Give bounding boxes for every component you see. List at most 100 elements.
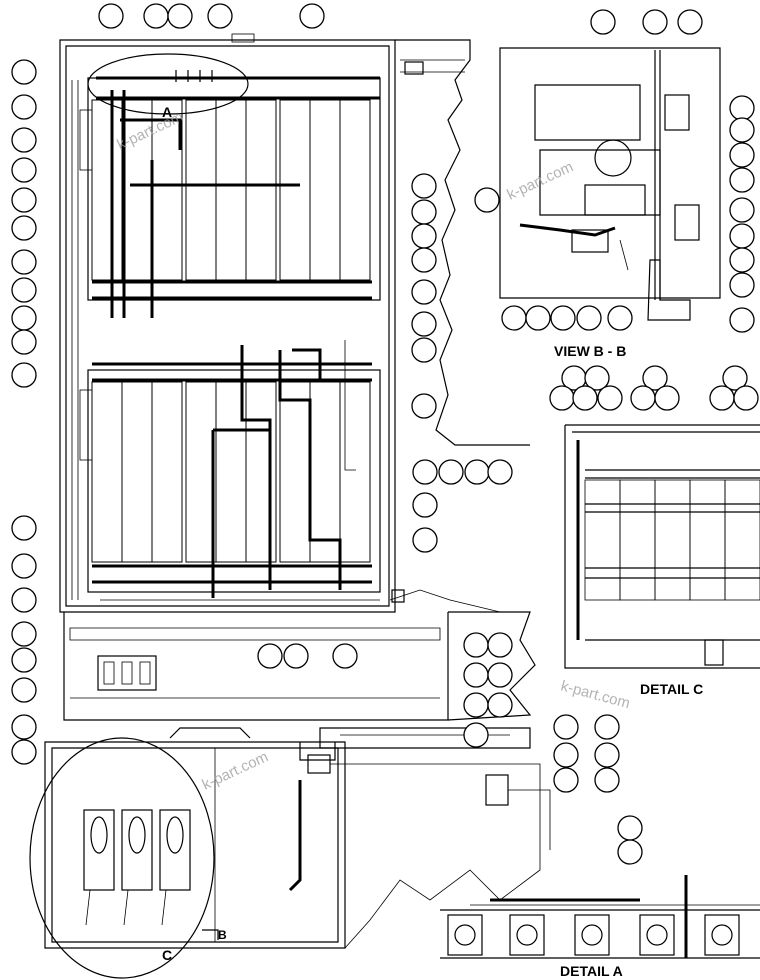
callout-balloon [412, 492, 438, 518]
callout-balloon [11, 587, 37, 613]
callout-balloon [411, 199, 437, 225]
callout-balloon [729, 167, 755, 193]
callout-balloon [464, 459, 490, 485]
callout-balloon [207, 3, 233, 29]
callout-balloon [412, 527, 438, 553]
callout-balloon [553, 767, 579, 793]
detail-c-marker: C [162, 947, 172, 963]
callout-balloon [597, 385, 623, 411]
callout-balloon [729, 95, 755, 121]
detail-c-title: DETAIL C [640, 681, 703, 697]
callout-balloon [411, 337, 437, 363]
callout-balloon [729, 142, 755, 168]
callout-balloon [594, 767, 620, 793]
callout-balloon [11, 515, 37, 541]
upper-contactor-cells [91, 99, 371, 281]
callout-balloon [438, 459, 464, 485]
callout-balloon [594, 714, 620, 740]
callout-balloon [550, 305, 576, 331]
callout-balloon [729, 197, 755, 223]
callout-balloon [729, 307, 755, 333]
main-cabinet [59, 33, 530, 613]
callout-balloon [733, 385, 759, 411]
detail-a-marker: A [162, 104, 172, 120]
callout-balloon [167, 3, 193, 29]
callout-balloon [584, 365, 610, 391]
callout-balloon [549, 385, 575, 411]
view-bb [499, 47, 721, 321]
view-b-marker: B [218, 928, 227, 942]
callout-balloon [11, 329, 37, 355]
callout-balloon [11, 305, 37, 331]
callout-balloon [630, 385, 656, 411]
callout-balloon [11, 249, 37, 275]
callout-balloon [729, 272, 755, 298]
callout-balloon [722, 365, 748, 391]
callout-balloon [11, 621, 37, 647]
callout-balloon [576, 305, 602, 331]
callout-balloon [332, 643, 358, 669]
callout-balloon [411, 393, 437, 419]
callout-balloon [11, 59, 37, 85]
callout-balloon [487, 662, 513, 688]
callout-balloon [11, 677, 37, 703]
callout-balloon [11, 187, 37, 213]
callout-balloon [283, 643, 309, 669]
callout-balloon [463, 632, 489, 658]
callout-balloon [463, 722, 489, 748]
view-bb-title: VIEW B - B [554, 343, 626, 359]
callout-balloon [143, 3, 169, 29]
callout-balloon [607, 305, 633, 331]
callout-balloon [411, 173, 437, 199]
callout-balloon [11, 739, 37, 765]
callout-balloon [11, 94, 37, 120]
callout-balloon [553, 742, 579, 768]
callout-balloon [594, 742, 620, 768]
callout-balloon [590, 9, 616, 35]
detail-a [440, 875, 760, 959]
callout-balloon [11, 157, 37, 183]
callout-balloon [411, 247, 437, 273]
lower-cabinet [44, 727, 551, 949]
callout-balloon [411, 279, 437, 305]
detail-a-title: DETAIL A [560, 963, 623, 979]
callout-balloon [474, 187, 500, 213]
callout-balloon [501, 305, 527, 331]
callout-balloon [553, 714, 579, 740]
callout-balloon [11, 277, 37, 303]
callout-balloon [487, 632, 513, 658]
callout-balloon [463, 692, 489, 718]
detail-c [564, 424, 760, 669]
callout-balloon [525, 305, 551, 331]
callout-balloon [617, 839, 643, 865]
callout-balloon [642, 9, 668, 35]
callout-balloon [11, 127, 37, 153]
callout-balloon [257, 643, 283, 669]
callout-balloon [572, 385, 598, 411]
watermark: k-part.com [200, 748, 271, 793]
callout-balloon [98, 3, 124, 29]
callout-balloon [729, 247, 755, 273]
callout-balloon [709, 385, 735, 411]
callout-balloon [487, 459, 513, 485]
lower-contactor-cells [91, 381, 371, 563]
callout-balloon [411, 311, 437, 337]
callout-balloon [411, 223, 437, 249]
callout-balloon [487, 692, 513, 718]
callout-balloon [299, 3, 325, 29]
callout-balloon [654, 385, 680, 411]
junction-box [63, 611, 536, 721]
callout-balloon [617, 815, 643, 841]
callout-balloon [642, 365, 668, 391]
callout-balloon [11, 362, 37, 388]
callout-balloon [11, 714, 37, 740]
watermark: k-part.com [559, 677, 632, 712]
callout-balloon [11, 215, 37, 241]
callout-balloon [11, 553, 37, 579]
callout-balloon [412, 459, 438, 485]
callout-group [11, 3, 759, 865]
callout-balloon [677, 9, 703, 35]
callout-balloon [729, 223, 755, 249]
callout-balloon [463, 662, 489, 688]
